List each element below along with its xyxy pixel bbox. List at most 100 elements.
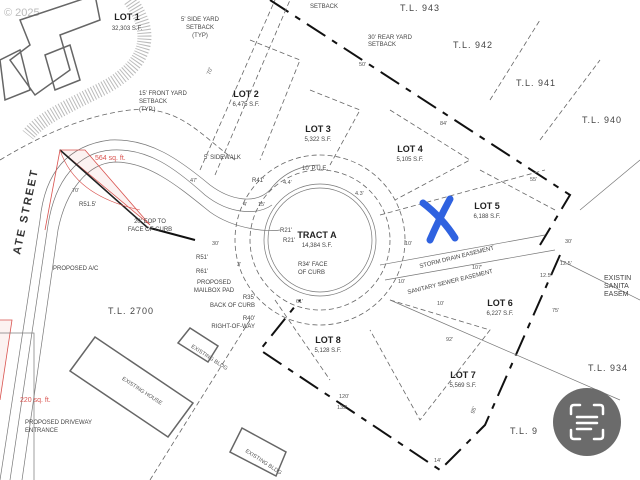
plan-label: T.L. 943 [400,3,440,13]
lot-4-area: 5,105 S.F. [396,157,423,163]
red-area-220: 220 sq. ft. [20,397,51,404]
existing-gravel-drive [22,0,152,140]
plan-label: 107' [472,265,482,271]
plan-label: 95' [470,406,478,415]
plan-label: 14' [434,458,441,464]
plan-label: R21' [280,228,292,234]
plan-label: 12.5' [560,261,572,267]
lot-3-label: LOT 3 [305,124,331,134]
lot-4-label: LOT 4 [397,144,423,154]
plan-label: 5' SIDE YARD [181,17,220,23]
x-mark-icon [419,195,459,244]
subdivision-boundary [149,0,572,472]
driveway-parcel [0,332,35,480]
plan-notes: 5' SIDE YARD SETBACK (TYP) SETBACK 30' R… [20,4,631,476]
hatched-area-220 [0,319,13,401]
plan-label: R40' [243,316,255,322]
lot-7-label: LOT 7 [450,370,476,380]
text-scan-button[interactable] [553,388,621,456]
plan-label: OF CURB [298,270,325,276]
lot-6-area: 6,227 S.F. [486,311,513,317]
plan-label: 30' [565,239,572,245]
plan-label: SETBACK [368,42,396,48]
plan-label: 120' [339,394,349,400]
plan-label: 92' [446,337,453,343]
plan-label: 15' FRONT YARD [139,91,187,97]
watermark: © 2025 [4,7,40,19]
hatched-area-564 [44,149,151,231]
plan-label: 70' [72,188,79,194]
dimension-labels: 50' 84' 55' 70' 107' 10' 10' 10' 12.5' 1… [72,62,572,464]
red-area-564: 564 sq. ft. [95,155,126,162]
lot-1-label: LOT 1 [114,12,140,22]
lot-labels: LOT 1 32,303 S.F. LOT 2 6,475 S.F. LOT 3… [112,12,514,389]
plan-label: EXISTING BLDG [190,344,229,372]
plan-label: (TYP.) [139,107,156,113]
plan-label: 75' [552,308,559,314]
plan-label: 12.5' [540,273,552,279]
plan-label: R61' [196,269,208,275]
tract-a-area: 14,384 S.F. [302,243,333,249]
plan-label: 50' [359,62,366,68]
plan-label: 133' [337,405,347,411]
plan-label: SETBACK [186,25,214,31]
plan-label: 5' SIDEWALK [204,155,241,161]
plan-label: 30' [212,241,219,247]
plan-label: (TYP) [192,33,208,39]
plan-label: 10' [398,279,405,285]
plan-label: 15' [258,202,265,208]
plan-label: 61' [296,299,303,305]
lot-5-area: 6,188 S.F. [473,214,500,220]
tract-a-label: TRACT A [297,230,337,240]
existing-structures-lot1 [0,0,101,102]
lot-2-label: LOT 2 [233,89,259,99]
plan-label: SANITARY SEWER EASEMENT [407,269,494,296]
plan-label: MAILBOX PAD [194,288,235,294]
lot-7-area: 5,569 S.F. [449,383,476,389]
plan-label: R34' FACE [298,262,328,268]
road-curb-lines [0,109,406,480]
plan-label: 4.4' [283,180,292,186]
plan-label: 10' P.U.E. [302,166,328,172]
lot-5-label: LOT 5 [474,201,500,211]
plan-label: 10' [405,241,412,247]
lot-lines [149,0,640,480]
plan-label: 47' [190,178,197,184]
plan-label: FACE OF CURB [128,227,172,233]
plan-label: T.L. 934 [588,363,628,373]
plan-label: 4.3' [355,191,364,197]
plan-label: SETBACK [310,4,338,10]
plan-label: 10' [437,301,444,307]
lot-6-label: LOT 6 [487,298,513,308]
plan-label: 70' [206,67,214,76]
lot-1-area: 32,303 S.F. [112,26,143,32]
plan-label: T.L. 9 [510,426,538,436]
plan-label: T.L. 941 [516,78,556,88]
plan-label: PROPOSED A/C [53,266,99,272]
plan-label: 30' REAR YARD [368,35,413,41]
plan-label: R51.5' [79,202,96,208]
plan-label: SETBACK [139,99,167,105]
plan-label: 4' [243,202,247,208]
plan-label: R21' [283,238,295,244]
plan-label: ENTRANCE [25,428,58,434]
plan-label: 84' [440,121,447,127]
plan-label: PROPOSED DRIVEWAY [25,420,92,426]
lot-8-area: 5,128 S.F. [314,348,341,354]
lot-3-area: 5,322 S.F. [304,137,331,143]
plan-label: T.L. 2700 [108,306,154,316]
plan-label: EXISTIN [604,275,631,282]
plan-label: STORM DRAIN EASEMENT [419,246,495,270]
plan-label: 3' [237,262,241,268]
lot-2-area: 6,475 S.F. [232,102,259,108]
plan-label: R51' [196,255,208,261]
plan-label: R35' [243,295,255,301]
lot-8-label: LOT 8 [315,335,341,345]
plan-label: T.L. 940 [582,115,622,125]
plan-label: SANITA [604,283,629,290]
plan-label: RIGHT-OF-WAY [211,324,255,330]
plan-label: T.L. 942 [453,40,493,50]
plan-label: R41' [252,178,264,184]
